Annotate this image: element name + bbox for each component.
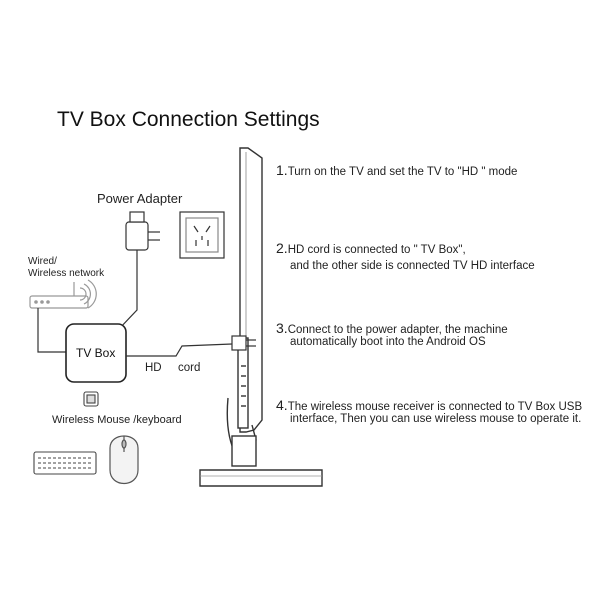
cord-label: cord (178, 362, 201, 374)
hdmi-cord (126, 343, 233, 357)
mouse-icon (109, 435, 139, 485)
step-text: Connect to the power adapter, the machin… (287, 324, 508, 336)
router-icon (29, 279, 97, 309)
step-number: 1. (276, 162, 288, 178)
wall-socket-icon (179, 211, 225, 259)
step-3: 3.Connect to the power adapter, the mach… (276, 320, 508, 336)
step-text: Turn on the TV and set the TV to "HD " m… (287, 166, 518, 178)
network-cable (37, 308, 66, 353)
wireless-network-label: Wireless network (28, 268, 105, 279)
step-number: 2. (276, 240, 288, 256)
hd-label: HD (145, 362, 162, 374)
power-cord (117, 266, 138, 331)
step-4: 4.The wireless mouse receiver is connect… (276, 397, 582, 413)
tv-box-label: TV Box (76, 346, 116, 360)
step-2: 2.HD cord is connected to " TV Box", (276, 240, 466, 256)
mouse-keyboard-label: Wireless Mouse /keyboard (52, 414, 182, 426)
step-number: 3. (276, 320, 288, 336)
power-adapter-icon (125, 211, 160, 266)
step-2-line-2: and the other side is connected TV HD in… (290, 260, 535, 272)
step-number: 4. (276, 397, 288, 413)
step-text: HD cord is connected to " TV Box", (287, 244, 466, 256)
step-4-line-2: interface, Then you can use wireless mou… (290, 413, 582, 425)
step-3-line-2: automatically boot into the Android OS (290, 336, 486, 348)
step-text: The wireless mouse receiver is connected… (287, 401, 583, 413)
tv-box (65, 323, 127, 383)
step-1: 1.Turn on the TV and set the TV to "HD "… (276, 162, 517, 178)
hdmi-plug-icon (231, 335, 256, 351)
usb-receiver-icon (83, 391, 99, 407)
keyboard-icon (33, 451, 97, 475)
tv-side-view (199, 147, 323, 487)
page-title: TV Box Connection Settings (57, 108, 320, 131)
wired-label: Wired/ (28, 256, 57, 267)
power-adapter-label: Power Adapter (97, 191, 183, 206)
